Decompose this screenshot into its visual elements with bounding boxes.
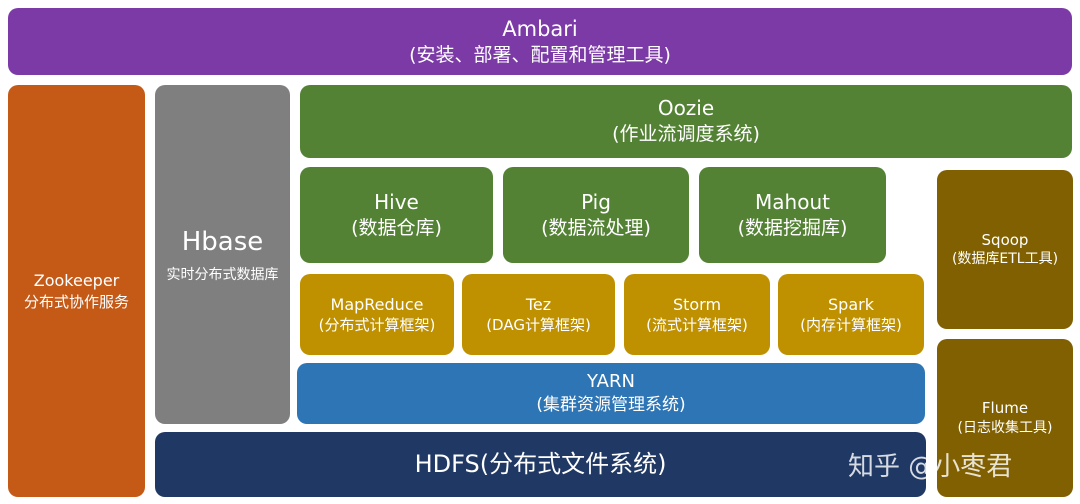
- hbase-block: Hbase 实时分布式数据库: [155, 85, 290, 424]
- hdfs-label: HDFS(分布式文件系统): [414, 450, 667, 479]
- flume-name: Flume: [981, 399, 1029, 418]
- spark-desc: (内存计算框架): [800, 316, 902, 335]
- spark-block: Spark (内存计算框架): [778, 274, 924, 355]
- hive-desc: (数据仓库): [351, 216, 442, 239]
- storm-block: Storm (流式计算框架): [624, 274, 770, 355]
- ambari-block: Ambari (安装、部署、配置和管理工具): [8, 8, 1072, 75]
- ambari-name: Ambari: [502, 16, 578, 41]
- watermark-text: 知乎 @小枣君: [848, 452, 1013, 482]
- oozie-name: Oozie: [657, 96, 715, 121]
- pig-name: Pig: [581, 189, 611, 214]
- zookeeper-desc: 分布式协作服务: [23, 292, 129, 311]
- sqoop-block: Sqoop (数据库ETL工具): [937, 170, 1073, 329]
- hdfs-block: HDFS(分布式文件系统): [155, 432, 926, 497]
- sqoop-name: Sqoop: [981, 230, 1029, 249]
- oozie-block: Oozie (作业流调度系统): [300, 85, 1072, 158]
- oozie-desc: (作业流调度系统): [612, 123, 760, 146]
- tez-block: Tez (DAG计算框架): [462, 274, 615, 355]
- zookeeper-block: Zookeeper 分布式协作服务: [8, 85, 145, 497]
- flume-block: Flume (日志收集工具): [937, 339, 1073, 497]
- mapreduce-name: MapReduce: [330, 294, 424, 314]
- mapreduce-desc: (分布式计算框架): [318, 316, 436, 335]
- tez-name: Tez: [525, 294, 552, 314]
- pig-desc: (数据流处理): [541, 216, 651, 239]
- yarn-name: YARN: [587, 370, 635, 392]
- ambari-desc: (安装、部署、配置和管理工具): [409, 43, 671, 66]
- watermark: 知乎 @小枣君: [848, 446, 1012, 483]
- mahout-desc: (数据挖掘库): [737, 216, 848, 239]
- sqoop-desc: (数据库ETL工具): [951, 251, 1059, 268]
- mahout-block: Mahout (数据挖掘库): [699, 167, 886, 263]
- storm-desc: (流式计算框架): [646, 316, 748, 335]
- hive-name: Hive: [374, 189, 419, 214]
- zookeeper-name: Zookeeper: [33, 271, 120, 291]
- storm-name: Storm: [672, 294, 722, 314]
- mahout-name: Mahout: [755, 189, 830, 214]
- hbase-name: Hbase: [181, 226, 264, 257]
- mapreduce-block: MapReduce (分布式计算框架): [300, 274, 454, 355]
- flume-desc: (日志收集工具): [957, 419, 1053, 436]
- hive-block: Hive (数据仓库): [300, 167, 493, 263]
- hbase-desc: 实时分布式数据库: [166, 266, 279, 283]
- pig-block: Pig (数据流处理): [503, 167, 689, 263]
- spark-name: Spark: [828, 294, 874, 314]
- yarn-block: YARN (集群资源管理系统): [297, 363, 925, 424]
- tez-desc: (DAG计算框架): [486, 316, 591, 335]
- yarn-desc: (集群资源管理系统): [536, 395, 686, 416]
